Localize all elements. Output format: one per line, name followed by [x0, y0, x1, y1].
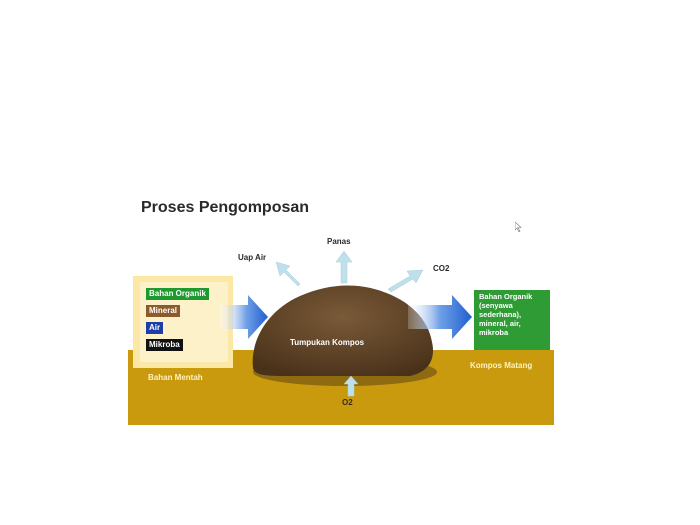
compost-pile-label: Tumpukan Kompos [290, 338, 365, 347]
compost-pile [252, 285, 434, 376]
input-tag-mineral: Mineral [146, 305, 181, 317]
input-label-o2: O2 [342, 398, 353, 407]
raw-materials-label: Bahan Mentah [148, 373, 203, 382]
input-tag-air: Air [146, 322, 164, 334]
uap-air-arrow [275, 261, 301, 287]
product-description: Bahan Organik (senyawa sederhana), miner… [479, 292, 533, 337]
product-box [474, 290, 550, 350]
diagram-title: Proses Pengomposan [141, 199, 310, 216]
o2-arrow [343, 375, 359, 397]
product-label: Kompos Matang [470, 361, 533, 370]
output-label-panas: Panas [327, 237, 351, 246]
panas-arrow [335, 250, 353, 284]
input-tag-mikroba: Mikroba [146, 339, 183, 351]
output-flow-arrow [408, 295, 472, 339]
input-tag-bahan-organik: Bahan Organik [146, 288, 209, 300]
mouse-pointer-icon [515, 222, 522, 232]
co2-arrow [387, 269, 424, 293]
input-flow-arrow [220, 295, 268, 339]
output-label-co2: CO2 [433, 264, 450, 273]
output-label-uap-air: Uap Air [238, 253, 267, 262]
